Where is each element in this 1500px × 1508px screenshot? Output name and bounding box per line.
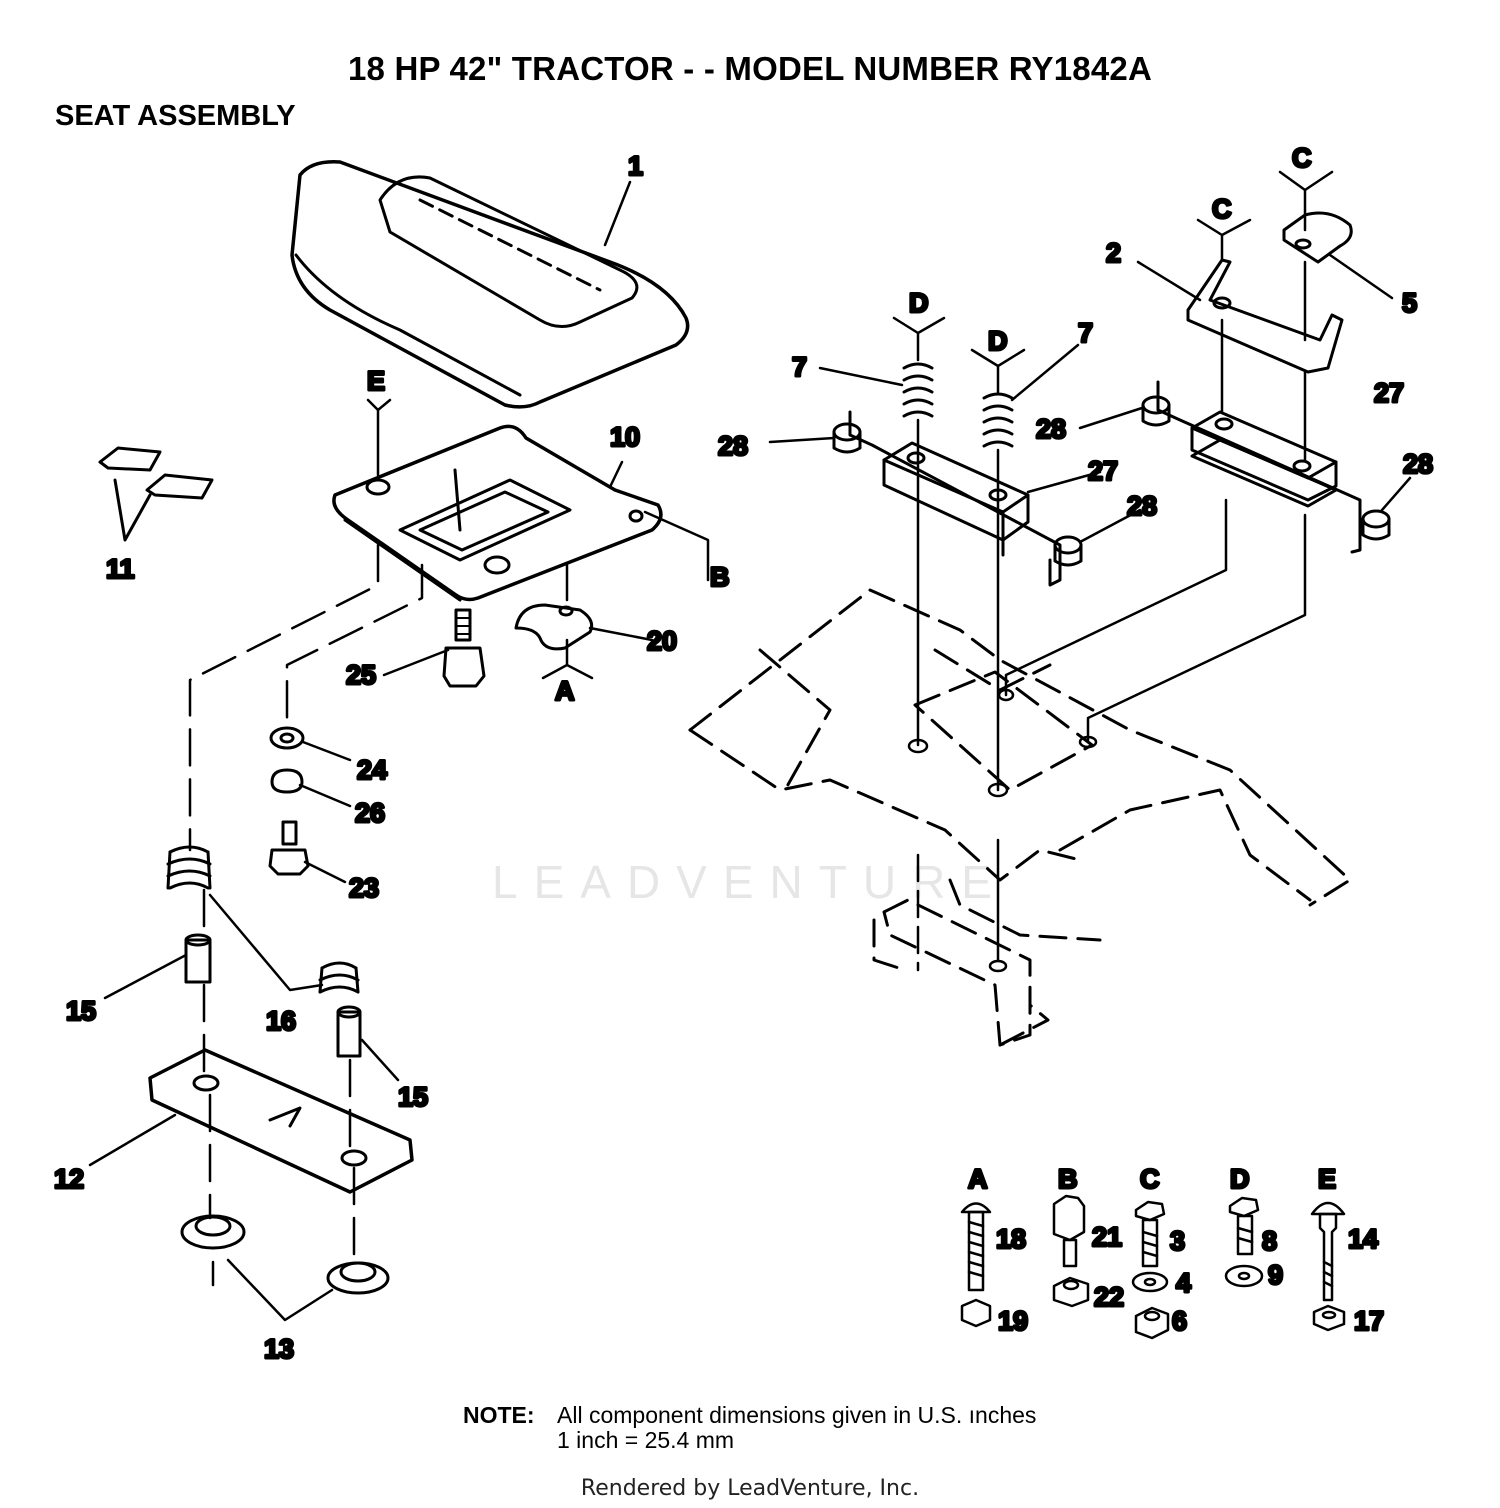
ref-letter-b: B <box>710 562 730 592</box>
hw-letter-e: E <box>1318 1164 1336 1194</box>
tractor-frame-outline <box>688 588 1352 1047</box>
callout-28-b: 28 <box>1036 414 1066 444</box>
bushing-part-28-a <box>832 422 862 454</box>
ref-letter-c-2: C <box>1292 143 1312 173</box>
clamp-part-5 <box>1282 211 1353 264</box>
ref-letter-e: E <box>367 366 385 396</box>
ref-letter-d-1: D <box>909 288 929 318</box>
rail-part-27-right <box>1156 380 1362 554</box>
callout-11: 11 <box>106 554 135 584</box>
callout-25: 25 <box>346 660 376 690</box>
bushing-part-28-b <box>1141 395 1171 427</box>
callout-1: 1 <box>628 151 643 181</box>
clamp-part-20 <box>514 603 594 651</box>
leader-lines <box>88 180 1412 1322</box>
note-line-1: All component dimensions given in U.S. ı… <box>557 1402 1037 1428</box>
bracket-part-2 <box>1186 258 1344 374</box>
hw-part-8: 8 <box>1262 1226 1277 1256</box>
seat-part <box>290 160 690 409</box>
hw-part-14: 14 <box>1348 1224 1378 1254</box>
reference-arrows <box>366 170 1334 680</box>
callout-16: 16 <box>266 1006 296 1036</box>
bolt-part-3 <box>1134 1200 1166 1268</box>
callout-7-right: 7 <box>1078 318 1093 348</box>
hw-part-18: 18 <box>996 1224 1026 1254</box>
hardware-legend: A 18 19 B 21 22 C 3 <box>960 1163 1386 1340</box>
callout-12: 12 <box>54 1164 84 1194</box>
spacer-part-15-right <box>336 1005 362 1058</box>
callout-2: 2 <box>1106 238 1121 268</box>
callout-15-left: 15 <box>66 996 96 1026</box>
exploded-parts-diagram: 1 2 5 7 7 10 11 12 13 15 15 16 20 23 24 … <box>53 142 1435 1366</box>
callout-20: 20 <box>647 626 677 656</box>
hw-part-6: 6 <box>1172 1306 1187 1336</box>
spring-part-7-left <box>902 362 934 418</box>
callout-26: 26 <box>355 798 385 828</box>
locknut-part-22 <box>1052 1276 1090 1308</box>
note-block: NOTE: All component dimensions given in U… <box>463 1403 1036 1453</box>
hw-part-21: 21 <box>1092 1222 1122 1252</box>
callout-28-c: 28 <box>1127 491 1157 521</box>
callout-13: 13 <box>264 1334 294 1364</box>
spacer-part-15-left <box>184 933 212 984</box>
hw-part-17: 17 <box>1354 1306 1384 1336</box>
bolt-part-25 <box>442 608 486 688</box>
lockwasher-part-26 <box>270 768 304 794</box>
callout-28-d: 28 <box>1403 449 1433 479</box>
callout-15-right: 15 <box>398 1082 428 1112</box>
hw-part-9: 9 <box>1268 1260 1283 1290</box>
callout-24: 24 <box>357 755 387 785</box>
note-line-2: 1 inch = 25.4 mm <box>557 1427 735 1453</box>
hw-part-4: 4 <box>1176 1268 1191 1298</box>
bushing-part-13-right <box>326 1261 390 1295</box>
screw-part-23 <box>268 820 310 876</box>
footer-credit: Rendered by LeadVenture, Inc. <box>580 1476 920 1501</box>
carriage-bolt-part-18 <box>960 1202 992 1292</box>
callout-28-a: 28 <box>718 431 748 461</box>
bracket-part-11 <box>98 446 214 542</box>
spring-part-7-right <box>982 392 1014 448</box>
callout-5: 5 <box>1402 288 1417 318</box>
washer-part-24 <box>269 726 305 750</box>
seat-pan-part-10 <box>332 424 663 602</box>
hw-letter-b: B <box>1058 1164 1078 1194</box>
note-label: NOTE: <box>463 1402 535 1428</box>
washer-part-4 <box>1131 1271 1169 1293</box>
callout-7-left: 7 <box>792 352 807 382</box>
bushing-part-13-left <box>180 1214 246 1250</box>
hw-letter-c: C <box>1140 1164 1160 1194</box>
hw-part-22: 22 <box>1094 1282 1124 1312</box>
hw-letter-d: D <box>1230 1164 1250 1194</box>
hw-part-19: 19 <box>998 1306 1028 1336</box>
bushing-part-28-c <box>1053 535 1083 567</box>
hw-letter-a: A <box>968 1164 988 1194</box>
ref-letter-d-2: D <box>988 326 1008 356</box>
bolt-part-8 <box>1228 1196 1260 1256</box>
locknut-part-6 <box>1134 1306 1170 1340</box>
callout-27-left: 27 <box>1088 456 1118 486</box>
shoulder-bolt-part-21 <box>1052 1194 1086 1268</box>
ref-letter-a: A <box>555 676 575 706</box>
spring-part-16-right <box>318 961 360 994</box>
carriage-bolt-part-14 <box>1310 1201 1346 1302</box>
explode-lines-left <box>188 543 569 1287</box>
callout-27-right: 27 <box>1374 378 1404 408</box>
spring-part-16-left <box>166 845 212 890</box>
bushing-part-28-d <box>1361 509 1391 541</box>
hw-part-3: 3 <box>1170 1226 1185 1256</box>
callout-10: 10 <box>610 422 640 452</box>
nut-part-19 <box>960 1298 992 1328</box>
rail-part-27-left <box>848 410 1062 587</box>
callout-23: 23 <box>349 873 379 903</box>
ref-letter-c-1: C <box>1212 194 1232 224</box>
section-title: SEAT ASSEMBLY <box>55 100 296 132</box>
watermark: LEADVENTURE <box>492 856 1008 908</box>
nut-part-17 <box>1312 1304 1346 1332</box>
explode-lines-right <box>916 188 1307 972</box>
washer-part-9 <box>1224 1264 1264 1288</box>
diagram-title: 18 HP 42" TRACTOR - - MODEL NUMBER RY184… <box>348 50 1152 87</box>
mounting-plate-part-12 <box>148 1048 414 1194</box>
